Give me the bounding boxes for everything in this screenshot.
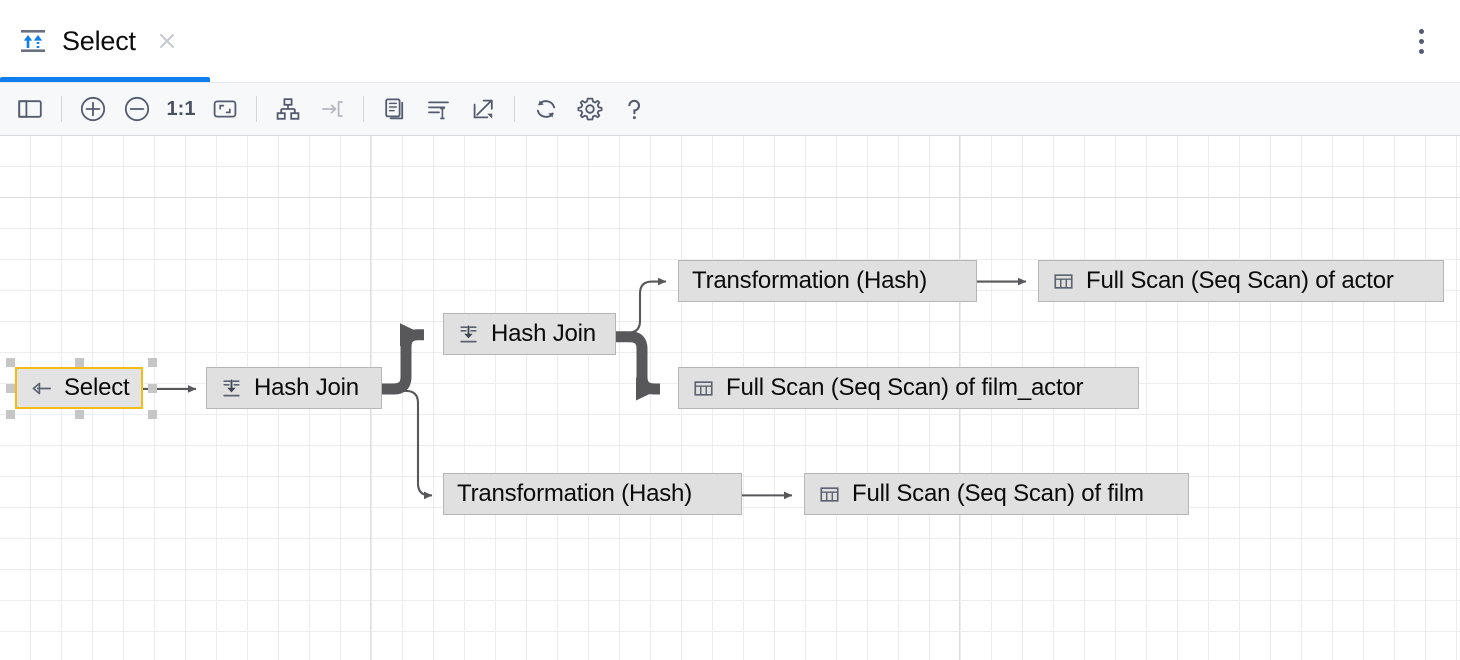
fit-to-screen-button[interactable]: [203, 87, 247, 131]
plan-toolbar: 1:1: [0, 82, 1460, 136]
node-label: Hash Join: [491, 320, 596, 347]
toolbar-separator: [514, 96, 515, 122]
edge-hash-join-to-hash-join: [382, 323, 424, 395]
selection-handle[interactable]: [6, 358, 15, 367]
node-hash-join-inner[interactable]: Hash Join: [443, 313, 616, 355]
node-label: Select: [64, 374, 130, 401]
toolbar-separator: [363, 96, 364, 122]
hash-join-icon: [457, 323, 480, 346]
selection-handle[interactable]: [148, 358, 157, 367]
selection-handle[interactable]: [75, 358, 84, 367]
selection-handle[interactable]: [6, 384, 15, 393]
kebab-menu-icon[interactable]: [1398, 18, 1444, 64]
selection-handle[interactable]: [148, 384, 157, 393]
show-hierarchy-button[interactable]: [266, 87, 310, 131]
zoom-in-button[interactable]: [71, 87, 115, 131]
gear-icon: [576, 95, 604, 123]
external-expand-icon: [469, 95, 497, 123]
table-icon: [692, 377, 715, 400]
edge-hash-join-inner-to-transformation-top: [616, 277, 667, 334]
node-label: Full Scan (Seq Scan) of film_actor: [726, 374, 1084, 401]
copy-plan-button[interactable]: [373, 87, 417, 131]
node-label: Transformation (Hash): [692, 267, 927, 294]
fit-screen-icon: [211, 95, 239, 123]
toggle-side-panel-button[interactable]: [8, 87, 52, 131]
selection-handle[interactable]: [6, 410, 15, 419]
selection-handle[interactable]: [148, 410, 157, 419]
node-full-scan-film[interactable]: Full Scan (Seq Scan) of film: [804, 473, 1189, 515]
node-label: Full Scan (Seq Scan) of actor: [1086, 267, 1394, 294]
copy-document-icon: [381, 95, 409, 123]
minus-circle-icon: [123, 95, 151, 123]
open-externally-button[interactable]: [461, 87, 505, 131]
node-label: Full Scan (Seq Scan) of film: [852, 480, 1144, 507]
text-cursor-icon: [425, 95, 453, 123]
settings-button[interactable]: [568, 87, 612, 131]
selection-handle[interactable]: [75, 410, 84, 419]
table-icon: [818, 483, 841, 506]
node-select[interactable]: Select: [15, 367, 143, 409]
plan-graph-canvas[interactable]: Select Hash Join: [0, 136, 1460, 660]
zoom-actual-size-button[interactable]: 1:1: [159, 87, 203, 131]
help-button[interactable]: [612, 87, 656, 131]
node-label: Transformation (Hash): [457, 480, 692, 507]
table-icon: [1052, 270, 1075, 293]
arrow-to-bracket-icon: [318, 95, 346, 123]
side-panel-icon: [17, 96, 43, 122]
node-full-scan-actor[interactable]: Full Scan (Seq Scan) of actor: [1038, 260, 1444, 302]
select-plan-icon: [18, 26, 48, 56]
toolbar-separator: [256, 96, 257, 122]
tab-bar: Select: [0, 0, 1460, 82]
edge-hash-join-inner-to-full-scan-film-actor: [616, 331, 660, 401]
ratio-1-1-label: 1:1: [166, 97, 196, 120]
refresh-icon: [532, 95, 560, 123]
node-transformation-hash-top[interactable]: Transformation (Hash): [678, 260, 977, 302]
node-transformation-hash-bottom[interactable]: Transformation (Hash): [443, 473, 742, 515]
collapse-to-bracket-button[interactable]: [310, 87, 354, 131]
toolbar-separator: [61, 96, 62, 122]
left-arrow-icon: [30, 377, 53, 400]
refresh-plan-button[interactable]: [524, 87, 568, 131]
question-mark-icon: [620, 95, 648, 123]
tab-select[interactable]: Select: [0, 0, 210, 82]
edge-hash-join-to-transformation-bottom: [382, 389, 433, 500]
tab-active-underline: [0, 77, 210, 82]
node-hash-join-root[interactable]: Hash Join: [206, 367, 382, 409]
node-label: Hash Join: [254, 374, 359, 401]
hierarchy-icon: [274, 95, 302, 123]
tab-title: Select: [62, 25, 136, 56]
close-icon[interactable]: [156, 30, 178, 52]
plus-circle-icon: [79, 95, 107, 123]
grid-major-line: [0, 197, 1460, 198]
node-full-scan-film-actor[interactable]: Full Scan (Seq Scan) of film_actor: [678, 367, 1139, 409]
edit-text-button[interactable]: [417, 87, 461, 131]
hash-join-icon: [220, 377, 243, 400]
zoom-out-button[interactable]: [115, 87, 159, 131]
